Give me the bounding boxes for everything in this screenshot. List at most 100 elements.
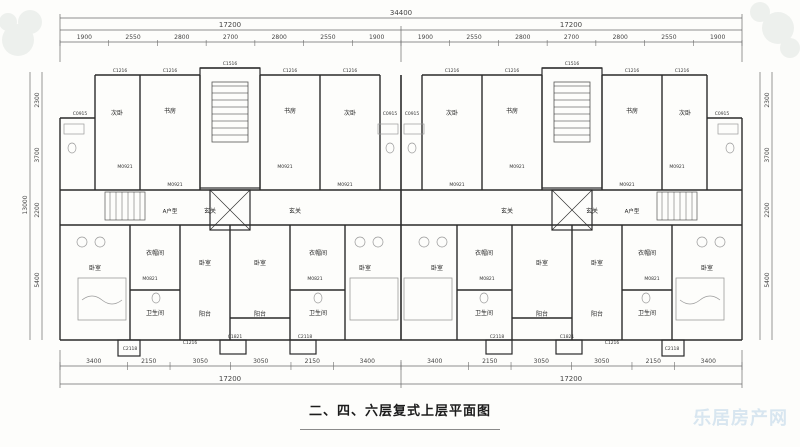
dim-top-detail: 2800 — [272, 34, 287, 41]
fixtures — [63, 123, 739, 305]
dim-top-detail: 2700 — [564, 34, 579, 41]
chair-icon — [94, 236, 106, 248]
room-label-closet: 衣帽间 — [638, 249, 656, 257]
balcony-bump — [661, 339, 685, 357]
dim-bottom-detail: 2150 — [646, 358, 661, 365]
door-window-code: M0921 — [117, 164, 132, 170]
dim-side-total-left: 13000 — [22, 195, 29, 214]
toilet-icon — [479, 292, 489, 304]
dim-top-detail: 2800 — [613, 34, 628, 41]
dim-top-detail: 1900 — [77, 34, 92, 41]
door-window-code: C0915 — [73, 111, 88, 117]
plan-caption: 二、四、六层复式上层平面图 — [308, 404, 491, 419]
door-window-code: M0821 — [644, 276, 659, 282]
room-label-entry: 玄关 — [586, 207, 598, 215]
dim-top-detail: 2800 — [515, 34, 530, 41]
dim-bottom-detail: 3050 — [594, 358, 609, 365]
door-window-code: C1821 — [560, 334, 575, 340]
room-label-balcony: 阳台 — [591, 310, 603, 318]
dim-side-1-left: 2300 — [34, 92, 41, 107]
stair-flight — [211, 81, 249, 143]
unit-stair — [104, 191, 146, 221]
dim-top-detail: 1900 — [710, 34, 725, 41]
room-label-unit-a: A户型 — [625, 207, 640, 215]
room-label-bedroom: 卧室 — [199, 259, 211, 267]
dim-bottom-detail: 3400 — [86, 358, 101, 365]
dim-bottom-detail: 3050 — [253, 358, 268, 365]
bed-icon — [77, 277, 127, 321]
door-window-code: C1216 — [505, 68, 520, 74]
door-window-code: M0921 — [619, 182, 634, 188]
dim-side-3-left: 2200 — [34, 202, 41, 217]
room-label-study: 书房 — [626, 107, 638, 115]
door-window-code: M0921 — [509, 164, 524, 170]
dim-bottom-detail: 3400 — [360, 358, 375, 365]
balcony-bump — [289, 339, 317, 355]
balcony-bump — [117, 339, 141, 357]
room-labels: 次卧书房书房次卧A户型玄关玄关卧室衣帽间卧室卧室衣帽间卧室卫生间卫生间阳台阳台C… — [73, 61, 730, 352]
bathtub-icon — [377, 123, 399, 135]
dim-top-detail: 2800 — [174, 34, 189, 41]
dim-side-2-right: 3700 — [764, 147, 771, 162]
stair-flight — [553, 81, 591, 143]
chair-icon — [354, 236, 366, 248]
dim-bottom-detail: 2150 — [482, 358, 497, 365]
room-label-unit-a: A户型 — [163, 207, 178, 215]
door-window-code: C1216 — [675, 68, 690, 74]
dim-bottom-detail: 3400 — [427, 358, 442, 365]
bed-icon — [675, 277, 725, 321]
dim-top-total: 34400 — [390, 9, 412, 17]
room-label-second-bedroom: 次卧 — [446, 109, 458, 117]
door-window-code: M0821 — [142, 276, 157, 282]
door-window-code: C1516 — [223, 61, 238, 67]
bathtub-icon — [63, 123, 85, 135]
dim-top-detail: 2700 — [223, 34, 238, 41]
door-window-code: M0921 — [337, 182, 352, 188]
room-label-bedroom: 卧室 — [701, 264, 713, 272]
bed-pillow-icon — [679, 295, 721, 305]
door-window-code: C1821 — [228, 334, 243, 340]
dim-bottom-half-left: 17200 — [219, 375, 241, 383]
dim-top-half-left: 17200 — [219, 21, 241, 29]
room-label-bedroom: 卧室 — [89, 264, 101, 272]
dim-top-detail: 2550 — [466, 34, 481, 41]
toilet-icon — [641, 292, 651, 304]
door-window-code: M0921 — [277, 164, 292, 170]
caption-underline — [300, 429, 500, 430]
room-label-bedroom: 卧室 — [359, 264, 371, 272]
side-dimension-lines — [29, 72, 773, 340]
bed-icon — [349, 277, 399, 321]
watermark-logo: 乐居房产网 — [693, 408, 788, 429]
door-window-code: C1216 — [183, 340, 198, 346]
room-label-bedroom: 卧室 — [431, 264, 443, 272]
toilet-icon — [725, 142, 735, 154]
chair-icon — [372, 236, 384, 248]
room-label-second-bedroom: 次卧 — [344, 109, 356, 117]
corner-tree-decoration-left — [0, 10, 42, 56]
room-label-balcony: 阳台 — [254, 310, 266, 318]
dim-bottom-detail: 3050 — [193, 358, 208, 365]
door-window-code: C2118 — [123, 346, 138, 352]
dim-side-2-left: 3700 — [34, 147, 41, 162]
door-window-code: C1216 — [605, 340, 620, 346]
room-label-balcony: 阳台 — [536, 310, 548, 318]
room-label-bathroom: 卫生间 — [146, 309, 164, 317]
bathtub-icon — [717, 123, 739, 135]
room-label-closet: 衣帽间 — [146, 249, 164, 257]
room-label-second-bedroom: 次卧 — [111, 109, 123, 117]
room-label-closet: 衣帽间 — [475, 249, 493, 257]
dim-top-detail: 2550 — [661, 34, 676, 41]
balcony-bump — [485, 339, 513, 355]
door-window-code: M0921 — [449, 182, 464, 188]
dim-top-detail: 2550 — [125, 34, 140, 41]
top-dimension-lines — [59, 14, 743, 62]
door-window-code: C1516 — [565, 61, 580, 67]
dim-bottom-detail: 3050 — [534, 358, 549, 365]
unit-stair — [656, 191, 698, 221]
toilet-icon — [313, 292, 323, 304]
dim-side-1-right: 2300 — [764, 92, 771, 107]
dim-bottom-half-right: 17200 — [560, 375, 582, 383]
room-label-study: 书房 — [506, 107, 518, 115]
dim-top-detail: 2550 — [320, 34, 335, 41]
